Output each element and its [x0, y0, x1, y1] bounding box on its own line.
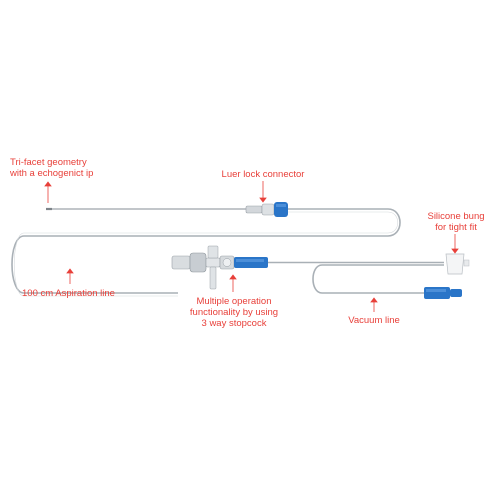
luer-lock-label: Luer lock connector	[221, 169, 305, 180]
luer-lock-connector	[245, 202, 288, 217]
vacuum-line-label: Vacuum line	[348, 315, 400, 326]
trifacet-label: Tri-facet geometry with a echogenict ip	[10, 157, 93, 179]
stopcock-label-line2: functionality by using	[189, 307, 279, 318]
silicone-bung-label-line2: for tight fit	[435, 222, 477, 233]
silicone-bung-label-line1: Silicone bung	[427, 211, 485, 222]
silicone-bung-label: Silicone bung for tight fit	[427, 211, 484, 233]
vacuum-connector	[424, 287, 462, 299]
aspiration-line-label: 100 cm Aspiration line	[22, 288, 115, 299]
aspiration-tube	[11, 208, 401, 294]
silicone-bung	[445, 253, 470, 275]
three-way-stopcock	[171, 245, 444, 290]
trifacet-label-line2: with a echogenict ip	[10, 168, 94, 179]
stopcock-label-line3: 3 way stopcock	[201, 318, 267, 329]
callout-arrows	[44, 181, 459, 312]
stopcock-label: Multiple operation functionality by usin…	[190, 296, 278, 329]
vacuum-tube	[312, 264, 444, 294]
stopcock-label-line1: Multiple operation	[196, 296, 272, 307]
trifacet-label-line1: Tri-facet geometry	[10, 157, 87, 168]
